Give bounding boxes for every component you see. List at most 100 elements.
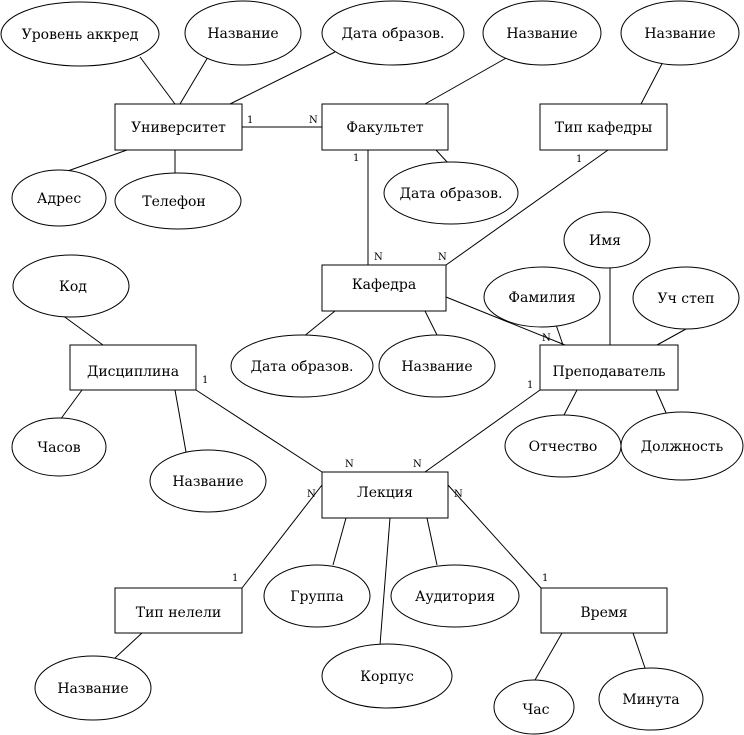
attr-univ-phone-label: Телефон xyxy=(142,194,206,210)
attr-lec-room: Аудитория xyxy=(390,564,520,628)
edge-teach-position xyxy=(655,389,668,416)
attr-dep-name-label: Название xyxy=(401,359,472,375)
attr-univ-name: Название xyxy=(184,0,302,66)
entity-faculty-label: Факультет xyxy=(346,120,424,136)
attr-disc-code: Код xyxy=(12,254,130,318)
attr-lec-building-label: Корпус xyxy=(360,669,414,685)
edge-fac-date2 xyxy=(435,149,449,164)
card-fac-dep-1: 1 xyxy=(353,153,359,164)
attr-disc-name: Название xyxy=(149,449,267,513)
edge-univ-name xyxy=(179,56,209,105)
attr-disc-hours-label: Часов xyxy=(37,440,80,456)
attr-fac-name-label: Название xyxy=(506,26,577,42)
edge-fac-date xyxy=(229,51,336,105)
attr-teach-position-label: Должность xyxy=(641,439,724,455)
edge-dep-name xyxy=(424,310,438,336)
card-time-lec-n: N xyxy=(454,489,463,500)
attr-fac-name: Название xyxy=(482,0,602,66)
attr-univ-address: Адрес xyxy=(11,169,107,227)
card-week-lec-1: 1 xyxy=(232,573,238,584)
edge-dtype-name xyxy=(640,57,666,105)
edge-disc-name xyxy=(174,389,187,453)
card-teach-lec-1: 1 xyxy=(527,380,533,391)
entity-lecture: Лекция xyxy=(321,471,449,519)
attr-univ-level-label: Уровень аккред xyxy=(22,27,139,43)
edge-time-hour xyxy=(534,632,563,681)
attr-dep-date: Дата образов. xyxy=(230,334,374,398)
attr-dtype-name-label: Название xyxy=(644,26,715,42)
edge-univ-address xyxy=(61,149,128,174)
entity-dept-type: Тип кафедры xyxy=(539,103,668,151)
attr-teach-degree-label: Уч степ xyxy=(657,291,714,307)
edge-disc-hours xyxy=(59,389,83,421)
attr-lec-group-label: Группа xyxy=(290,589,343,605)
edge-lecture-weektype xyxy=(241,484,323,589)
entity-discipline: Дисциплина xyxy=(69,344,197,391)
attr-univ-name-label: Название xyxy=(207,26,278,42)
attr-dep-date-label: Дата образов. xyxy=(251,359,354,375)
attr-disc-name-label: Название xyxy=(172,474,243,490)
entity-lecture-label: Лекция xyxy=(357,485,413,501)
attr-teach-middle-label: Отчество xyxy=(529,439,598,455)
relationship-lines xyxy=(195,126,609,589)
attr-week-name: Название xyxy=(34,655,152,721)
attr-fac-date-label: Дата образов. xyxy=(342,26,445,42)
edge-lecture-time xyxy=(447,484,542,589)
edge-teach-middle xyxy=(563,389,578,416)
attr-teach-degree: Уч степ xyxy=(632,266,740,330)
entity-department: Кафедра xyxy=(321,264,447,312)
entity-faculty: Факультет xyxy=(321,103,449,151)
card-disc-lec-1: 1 xyxy=(202,375,208,386)
attr-teach-first: Имя xyxy=(563,211,651,269)
attr-time-minute: Минута xyxy=(598,667,704,731)
attr-time-hour: Час xyxy=(493,679,575,735)
card-dep-teach-n: N xyxy=(542,333,551,344)
entity-department-label: Кафедра xyxy=(352,277,416,293)
edge-time-minute xyxy=(632,632,646,669)
attr-disc-code-label: Код xyxy=(59,279,87,295)
card-week-lec-n: N xyxy=(307,489,316,500)
entity-week-type-label: Тип нелели xyxy=(136,605,221,621)
attr-fac-date2-label: Дата образов. xyxy=(400,186,503,202)
edge-lec-building xyxy=(379,517,391,646)
card-univ-fac-n: N xyxy=(309,115,318,126)
attr-fac-date: Дата образов. xyxy=(321,0,465,66)
card-disc-lec-n: N xyxy=(345,459,354,470)
entity-time-label: Время xyxy=(580,605,627,621)
attr-lec-room-label: Аудитория xyxy=(415,589,495,605)
entity-teacher-label: Преподаватель xyxy=(553,364,666,380)
entity-discipline-label: Дисциплина xyxy=(87,364,179,380)
attr-time-minute-label: Минута xyxy=(622,692,679,708)
edge-disc-code xyxy=(61,314,104,346)
attr-teach-last: Фамилия xyxy=(483,266,601,328)
attr-univ-phone: Телефон xyxy=(114,172,242,230)
edge-discipline-lecture xyxy=(195,389,323,473)
card-fac-dep-n: N xyxy=(374,252,383,263)
edge-depttype-department xyxy=(445,149,609,266)
attr-teach-middle: Отчество xyxy=(504,414,622,478)
attribute-lines xyxy=(59,51,687,681)
edge-week-name xyxy=(114,632,143,659)
card-time-lec-1: 1 xyxy=(542,573,548,584)
attr-teach-position: Должность xyxy=(620,411,744,481)
entity-teacher: Преподаватель xyxy=(539,344,679,391)
attr-teach-first-label: Имя xyxy=(589,233,621,249)
cardinality-labels: 1 N 1 N 1 N N 1 N 1 N N 1 N 1 xyxy=(202,115,582,584)
edge-univ-level xyxy=(139,56,176,105)
card-dtype-dep-1: 1 xyxy=(576,154,582,165)
attr-fac-date2: Дата образов. xyxy=(383,161,519,225)
attr-dep-name: Название xyxy=(378,334,496,398)
card-univ-fac-1: 1 xyxy=(247,115,253,126)
attr-dtype-name: Название xyxy=(620,0,740,66)
edge-dep-date xyxy=(302,310,336,338)
attr-time-hour-label: Час xyxy=(522,702,549,718)
entity-dept-type-label: Тип кафедры xyxy=(555,120,653,136)
entity-university-label: Университет xyxy=(131,120,226,136)
attr-week-name-label: Название xyxy=(57,681,128,697)
entity-time: Время xyxy=(540,587,668,634)
attr-teach-last-label: Фамилия xyxy=(508,290,575,306)
entity-university: Университет xyxy=(114,103,243,151)
attr-disc-hours: Часов xyxy=(11,417,107,477)
edge-lec-group xyxy=(332,517,347,566)
